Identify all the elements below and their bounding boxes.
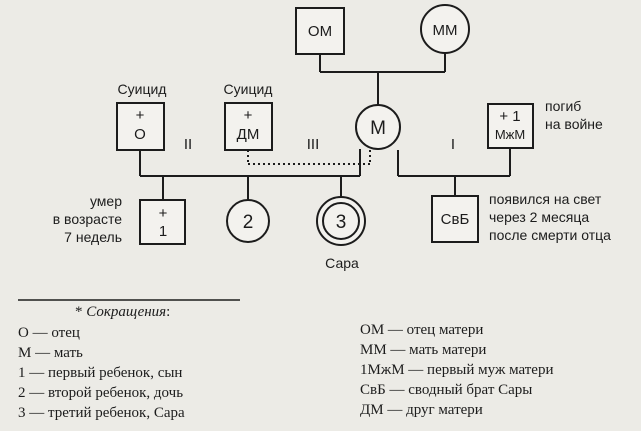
legend-item: О — отец — [18, 325, 80, 341]
node-om: ОМ — [295, 7, 345, 55]
legend-item: 1МжМ — первый муж матери — [360, 362, 554, 378]
node-child2-label: 2 — [243, 212, 254, 233]
deceased-mark: + — [159, 205, 168, 222]
node-first-husband-label: МжМ — [495, 127, 525, 142]
node-half-brother-label: СвБ — [441, 211, 470, 228]
node-child2: 2 — [226, 199, 270, 243]
deceased-mark: + — [244, 107, 253, 124]
male-square — [116, 102, 165, 151]
node-friend: + ДМ — [224, 102, 273, 151]
suicide-friend-label: Суицид — [224, 81, 273, 97]
half-brother-note-line1: появился на свет — [489, 191, 602, 207]
legend-asterisk: * — [75, 304, 87, 320]
node-mm-label: ММ — [433, 22, 458, 39]
female-circle — [355, 104, 401, 150]
node-first-husband: + 1 МжМ — [487, 103, 534, 149]
node-child1-label: 1 — [159, 223, 167, 240]
child1-note-line3: 7 недель — [64, 229, 122, 245]
male-square — [431, 195, 479, 243]
sara-label: Сара — [325, 255, 359, 271]
node-child3: 3 — [316, 196, 366, 246]
male-square — [139, 199, 186, 245]
legend-title-colon: : — [166, 304, 171, 320]
legend-item: М — мать — [18, 345, 83, 361]
child1-note-line1: умер — [90, 193, 122, 209]
node-father: + О — [116, 102, 165, 151]
index-person-inner-circle — [322, 202, 360, 240]
node-child3-label: 3 — [336, 212, 347, 233]
died-in-war-label-line2: на войне — [545, 116, 603, 132]
node-father-label: О — [134, 126, 146, 143]
died-in-war-label-line1: погиб — [545, 98, 581, 114]
suicide-father-label: Суицид — [118, 81, 167, 97]
node-om-label: ОМ — [308, 23, 332, 40]
legend-item: 3 — третий ребенок, Сара — [18, 405, 185, 421]
node-child1: + 1 — [139, 199, 186, 245]
half-brother-note-line3: после смерти отца — [489, 227, 611, 243]
legend-title-text: Сокращения — [86, 304, 167, 320]
child1-note-line2: в возрасте — [53, 211, 122, 227]
half-brother-note-line2: через 2 месяца — [489, 209, 589, 225]
relation-iii-label: III — [307, 136, 320, 153]
legend-item: СвБ — сводный брат Сары — [360, 382, 533, 398]
node-mother-label: М — [370, 118, 386, 139]
legend-title: * Сокращения: — [75, 304, 170, 321]
node-half-brother: СвБ — [431, 195, 479, 243]
relation-ii-label: II — [184, 136, 192, 153]
male-square — [487, 103, 534, 149]
genogram-lines — [139, 53, 511, 200]
relation-i-label: I — [451, 136, 455, 153]
male-square — [224, 102, 273, 151]
legend-item: ДМ — друг матери — [360, 402, 483, 418]
node-mm: ММ — [420, 4, 470, 54]
male-square — [295, 7, 345, 55]
legend-item: 1 — первый ребенок, сын — [18, 365, 183, 381]
deceased-mark: + — [136, 107, 145, 124]
female-circle — [420, 4, 470, 54]
legend-item: ММ — мать матери — [360, 342, 487, 358]
legend-item: ОМ — отец матери — [360, 322, 484, 338]
legend-item: 2 — второй ребенок, дочь — [18, 385, 184, 401]
female-circle — [226, 199, 270, 243]
deceased-mark: + 1 — [499, 108, 520, 125]
node-mother: М — [355, 104, 401, 150]
node-friend-label: ДМ — [237, 126, 260, 143]
